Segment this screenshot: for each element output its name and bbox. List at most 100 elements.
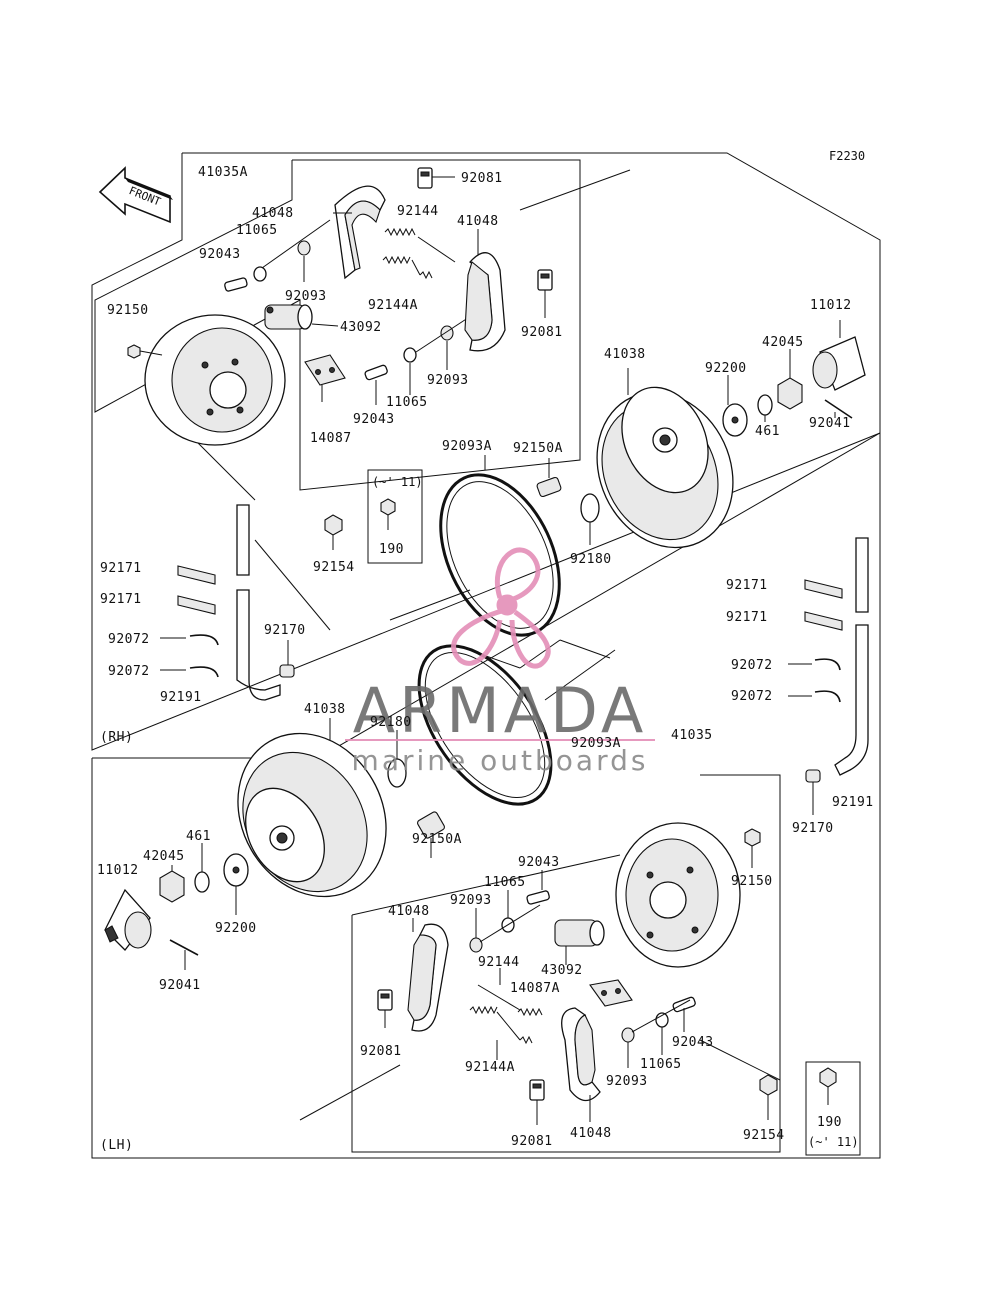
lh-bolt-92150-icon: [744, 828, 761, 868]
lh-label-clamp-92170: 92170: [792, 821, 834, 836]
figure-code: F2230: [829, 149, 865, 163]
rh-box-190: [367, 469, 423, 564]
section-lh: (LH): [100, 1138, 133, 1153]
rh-clip-92081-right-icon: [537, 269, 553, 318]
lh-label-washer-11065-bot: 11065: [640, 1057, 682, 1072]
rh-label-washer-11065-bot: 11065: [386, 395, 428, 410]
rh-assy-frame: [94, 159, 581, 491]
lh-spring-92144a-icon: [469, 1005, 533, 1060]
lh-spring-92144-icon: [477, 968, 543, 1017]
rh-label-clip-right: 92081: [521, 325, 563, 340]
rh-box-part: 190: [379, 542, 404, 557]
rh-label-cap: 11012: [810, 298, 852, 313]
lh-bolt-92154-icon: [759, 1074, 778, 1120]
lh-pin-92043-top-icon: [526, 870, 550, 905]
rh-label-pin-92043-bot: 92043: [353, 412, 395, 427]
lh-wheel-cylinder-icon: [554, 919, 605, 965]
lh-assy-frame: [351, 774, 781, 1153]
rh-seal-92093-left-icon: [297, 240, 311, 282]
rh-hose-icon: [236, 504, 281, 701]
lh-label-clip-l: 92081: [360, 1044, 402, 1059]
rh-nut-42045-icon: [777, 349, 803, 410]
lh-label-pin-92043-top: 92043: [518, 855, 560, 870]
rh-box-note: (~' 11): [372, 475, 423, 489]
lh-plate-14087a-icon: [589, 979, 633, 1007]
lh-cap-11012-icon: [104, 888, 152, 951]
lh-clip-92081-right-icon: [529, 1079, 545, 1125]
rh-wheel-cylinder-icon: [264, 304, 339, 330]
lh-label-hose: 92191: [832, 795, 874, 810]
lh-oring-92180-icon: [387, 730, 407, 788]
lh-label-oring: 92093A: [571, 736, 621, 751]
rh-frame: [91, 152, 881, 751]
watermark-propeller-icon: [451, 547, 551, 669]
lh-label-cylinder: 43092: [541, 963, 583, 978]
rh-label-washer-big: 92200: [705, 361, 747, 376]
rh-label-shoe-r: 41048: [457, 214, 499, 229]
lh-nut-42045-icon: [159, 865, 185, 903]
section-rh: (RH): [100, 730, 133, 745]
lh-clamp-92170-icon: [805, 769, 821, 815]
rh-brake-shoe-right-icon: [464, 229, 506, 352]
rh-label-clamp2: 92072: [108, 664, 150, 679]
lh-brake-shoe-left-icon: [407, 918, 449, 1032]
rh-oring-92180-icon: [580, 493, 600, 545]
lh-label-seal-92093-left: 92093: [450, 893, 492, 908]
lh-label-bolt-92154: 92154: [743, 1128, 785, 1143]
watermark-tagline: marine outboards: [352, 744, 649, 777]
rh-washer-11065-bot-icon: [403, 347, 417, 395]
rh-bolt-92154-icon: [324, 514, 343, 550]
lh-washer-11065-top-icon: [501, 890, 515, 933]
rh-plate-14087-icon: [304, 354, 346, 402]
rh-clip-92081-top-icon: [417, 167, 455, 189]
lh-label-clamp1: 92072: [731, 658, 773, 673]
lh-pin-92043-bot-icon: [672, 996, 696, 1032]
lh-clamp-92072-2-icon: [788, 690, 841, 703]
lh-label-clamp2: 92072: [731, 689, 773, 704]
lh-hose-icon: [834, 537, 869, 776]
rh-brake-drum-icon: [596, 368, 734, 549]
rh-seal-92093-right-icon: [440, 325, 454, 370]
lh-label-assy: 41035: [671, 728, 713, 743]
rh-label-band1: 92171: [100, 561, 142, 576]
rh-label-stud: 92150A: [513, 441, 563, 456]
rh-backing-plate: [144, 314, 286, 446]
rh-label-spring-a: 92144A: [368, 298, 418, 313]
rh-cotter-92041-icon: [824, 399, 853, 419]
lh-label-stud: 92150A: [412, 832, 462, 847]
lh-label-shoe-l: 41048: [388, 904, 430, 919]
rh-label-seal-92093-right: 92093: [427, 373, 469, 388]
lh-box-part: 190: [817, 1115, 842, 1130]
rh-label-hose: 92191: [160, 690, 202, 705]
lh-label-drum: 41038: [304, 702, 346, 717]
lh-clip-92081-left-icon: [377, 989, 393, 1028]
lh-label-band2: 92171: [726, 610, 768, 625]
rh-label-cotter: 92041: [809, 416, 851, 431]
rh-label-cylinder: 43092: [340, 320, 382, 335]
lh-label-pin-92043-bot: 92043: [672, 1035, 714, 1050]
lh-clamp-92072-1-icon: [788, 658, 841, 671]
front-arrow-icon: FRONT: [98, 166, 173, 224]
lh-label-washer-461: 461: [186, 829, 211, 844]
lh-label-washer-11065-top: 11065: [484, 875, 526, 890]
lh-label-nut: 42045: [143, 849, 185, 864]
lh-label-plate: 14087A: [510, 981, 560, 996]
labels: (RH) (LH) 41035A 41048 92081 92144 41048…: [97, 165, 874, 1153]
lh-washer-92200-icon: [223, 853, 249, 915]
lh-washer-461-icon: [194, 843, 210, 893]
rh-washer-92200-icon: [722, 375, 748, 437]
lh-seal-92093-right-icon: [621, 1027, 635, 1068]
rh-label-bolt-92150: 92150: [107, 303, 149, 318]
rh-label-seal-92093-left: 92093: [285, 289, 327, 304]
rh-label-washer-461: 461: [755, 424, 780, 439]
rh-washer-11065-top-icon: [253, 266, 267, 282]
lh-label-seal-92093-right: 92093: [606, 1074, 648, 1089]
rh-spring-92144-icon: [384, 227, 456, 263]
rh-washer-461-icon: [757, 394, 773, 422]
rh-label-assy: 41035A: [198, 165, 248, 180]
lh-label-cap: 11012: [97, 863, 139, 878]
watermark: ARMADA marine outboards: [345, 547, 655, 777]
lh-label-spring: 92144: [478, 955, 520, 970]
rh-brake-shoe-left-icon: [333, 185, 386, 280]
